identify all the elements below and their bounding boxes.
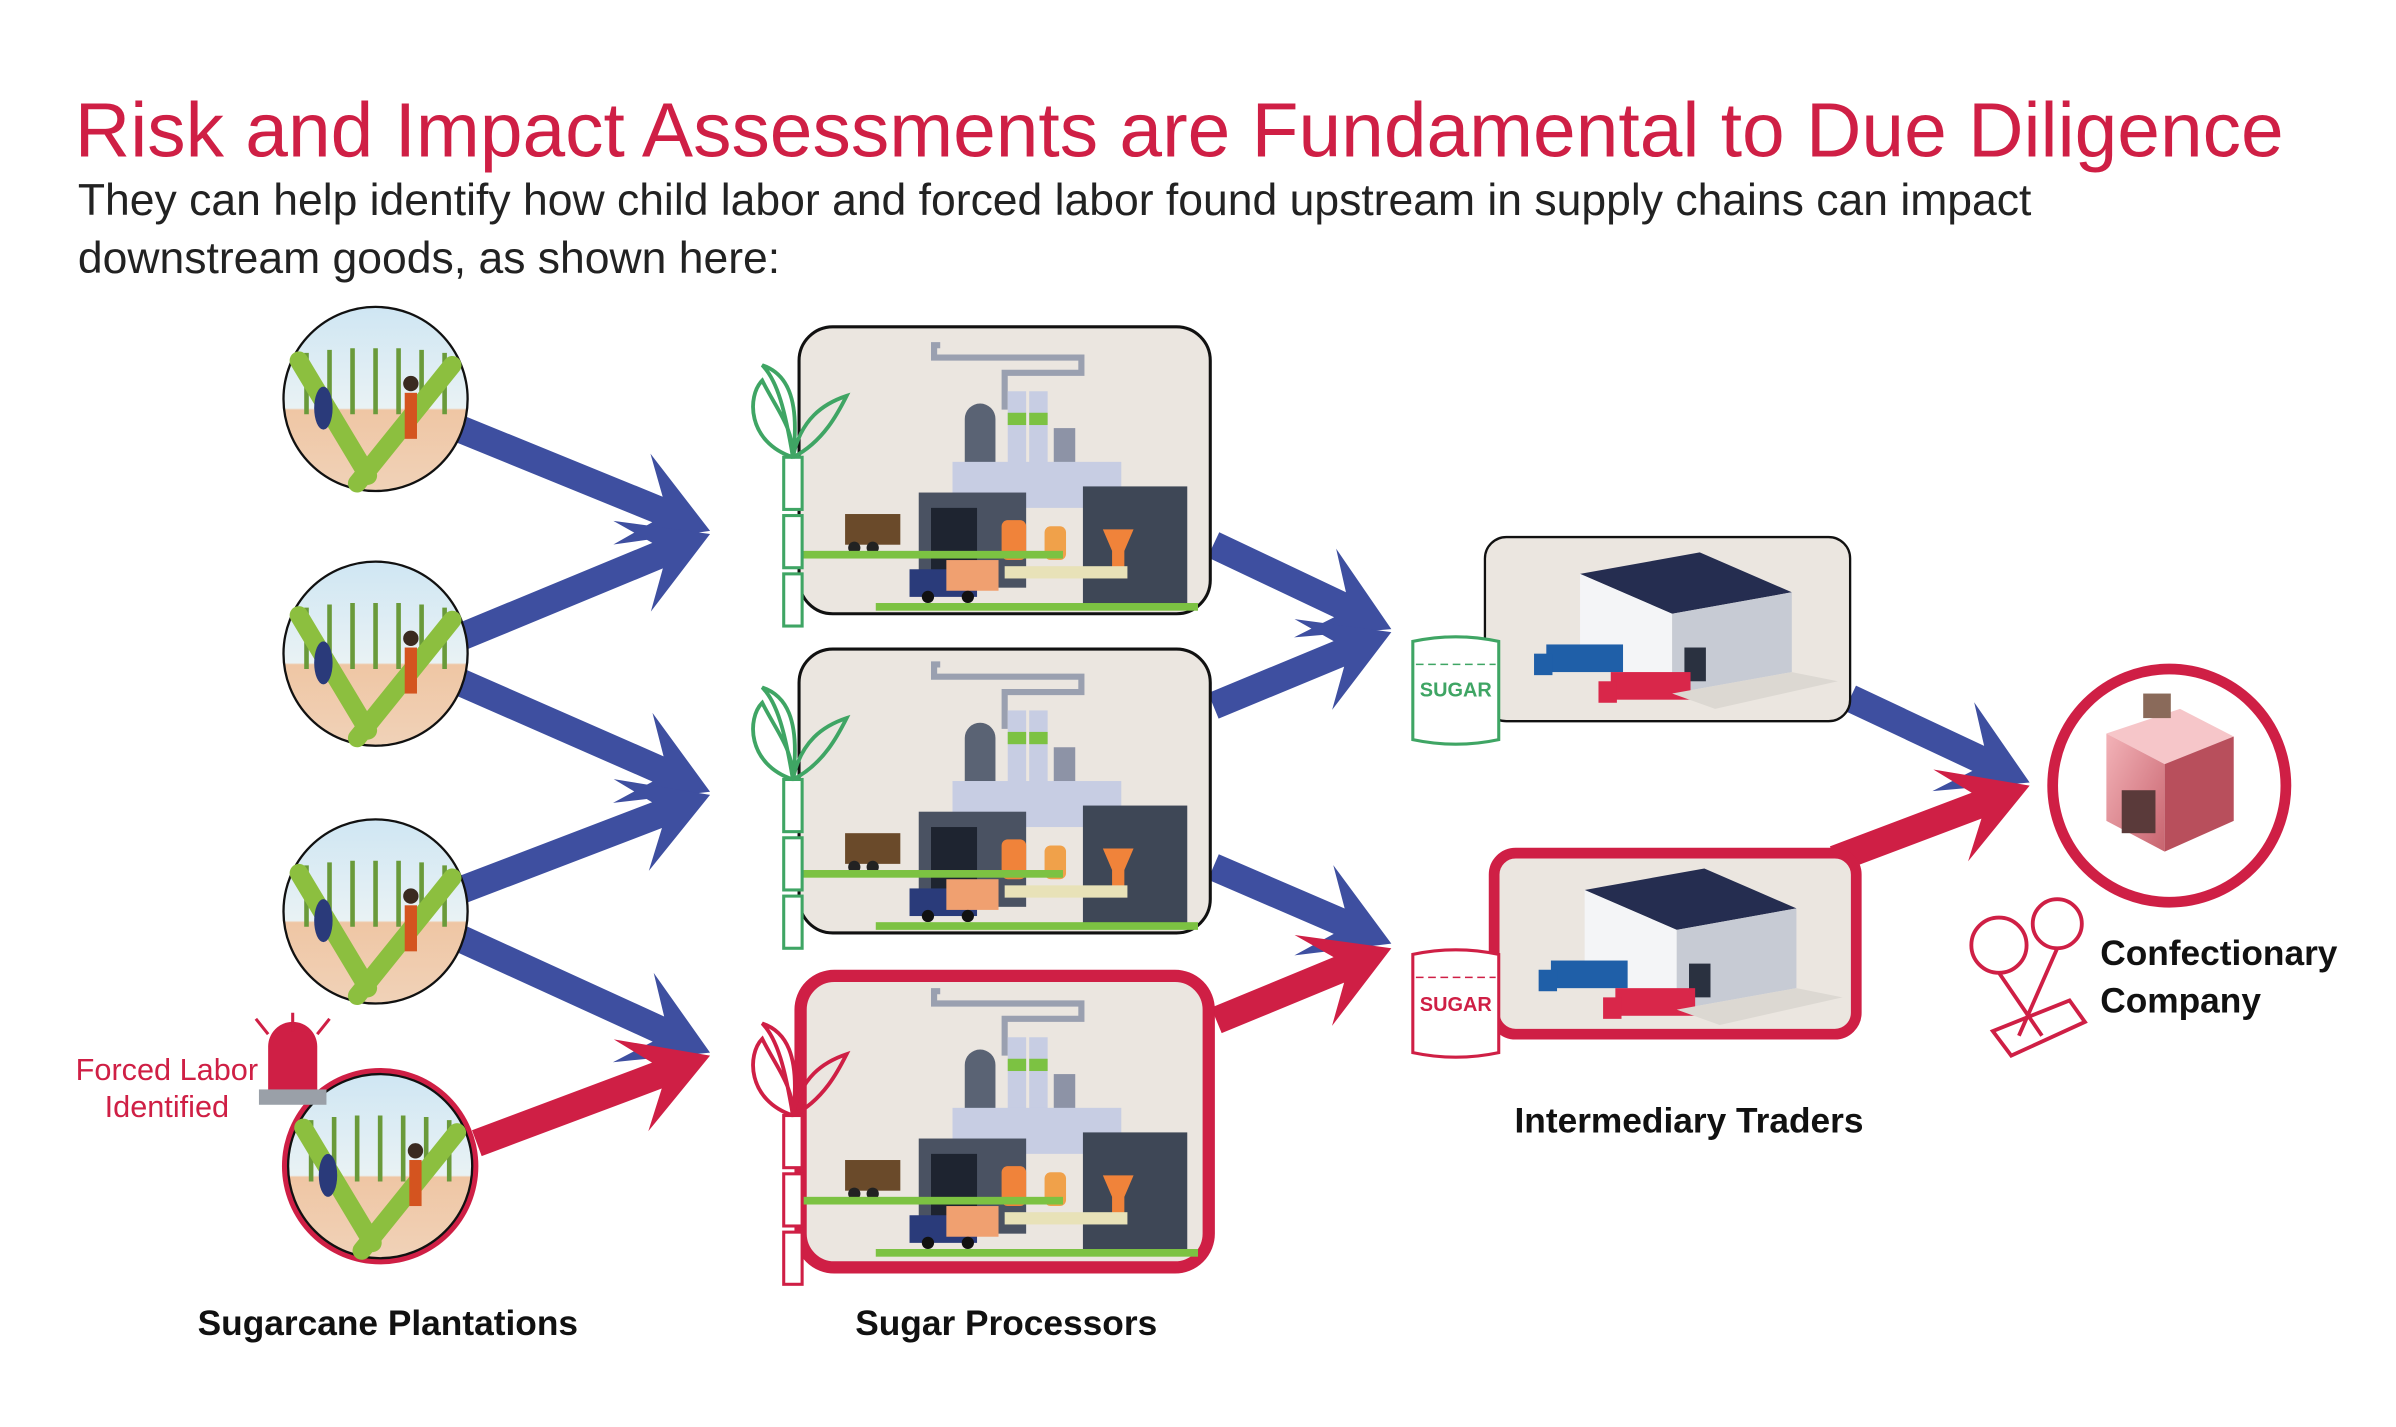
flow-arrows	[455, 416, 2030, 1157]
blue-flow-arrow-9	[1207, 854, 1392, 956]
sugar-bag-icon-green: SUGAR	[1411, 635, 1501, 746]
blue-flow-arrow-4	[456, 779, 711, 903]
plantation-2	[283, 562, 467, 746]
confectionary-shop	[2047, 663, 2292, 908]
blue-flow-arrow-3	[455, 670, 711, 803]
blue-flow-arrow-7	[1207, 532, 1392, 638]
blue-flow-arrow-1	[456, 416, 711, 545]
sugar-bag-label-red: SUGAR	[1420, 994, 1492, 1016]
blue-flow-arrow-5	[455, 926, 711, 1063]
processor-1	[797, 325, 1212, 616]
plantations-label: Sugarcane Plantations	[198, 1304, 578, 1343]
trader-2-flagged	[1488, 847, 1862, 1040]
red-flow-arrow-12	[1829, 769, 2030, 873]
red-flow-arrow-6	[471, 1039, 711, 1157]
traders-label: Intermediary Traders	[1514, 1101, 1863, 1140]
confectionary-label-line-1: Confectionary	[2100, 934, 2338, 973]
page-title: Risk and Impact Assessments are Fundamen…	[75, 89, 2284, 174]
blue-flow-arrow-8	[1208, 619, 1392, 719]
plantation-1	[283, 307, 467, 491]
processors-label: Sugar Processors	[855, 1304, 1157, 1343]
plantation-4-flagged	[282, 1068, 478, 1264]
red-flow-arrow-10	[1211, 935, 1392, 1034]
alert-label-line-2: Identified	[105, 1089, 230, 1124]
processor-2	[797, 647, 1212, 935]
blue-flow-arrow-2	[456, 520, 711, 650]
trader-1	[1483, 535, 1852, 723]
blue-flow-arrow-11	[1844, 685, 2030, 792]
sugar-bag-icon-red: SUGAR	[1411, 948, 1501, 1059]
processor-3-flagged	[794, 969, 1215, 1274]
plantation-3	[283, 819, 467, 1003]
candy-icon	[1969, 897, 2088, 1059]
alert-label-line-1: Forced Labor	[76, 1052, 258, 1087]
sugar-bag-label-green: SUGAR	[1420, 680, 1492, 702]
subtitle-line-2: downstream goods, as shown here:	[78, 234, 780, 283]
subtitle-line-1: They can help identify how child labor a…	[78, 176, 2032, 225]
alarm-siren-icon	[254, 1012, 331, 1105]
confectionary-label-line-2: Company	[2100, 982, 2261, 1021]
